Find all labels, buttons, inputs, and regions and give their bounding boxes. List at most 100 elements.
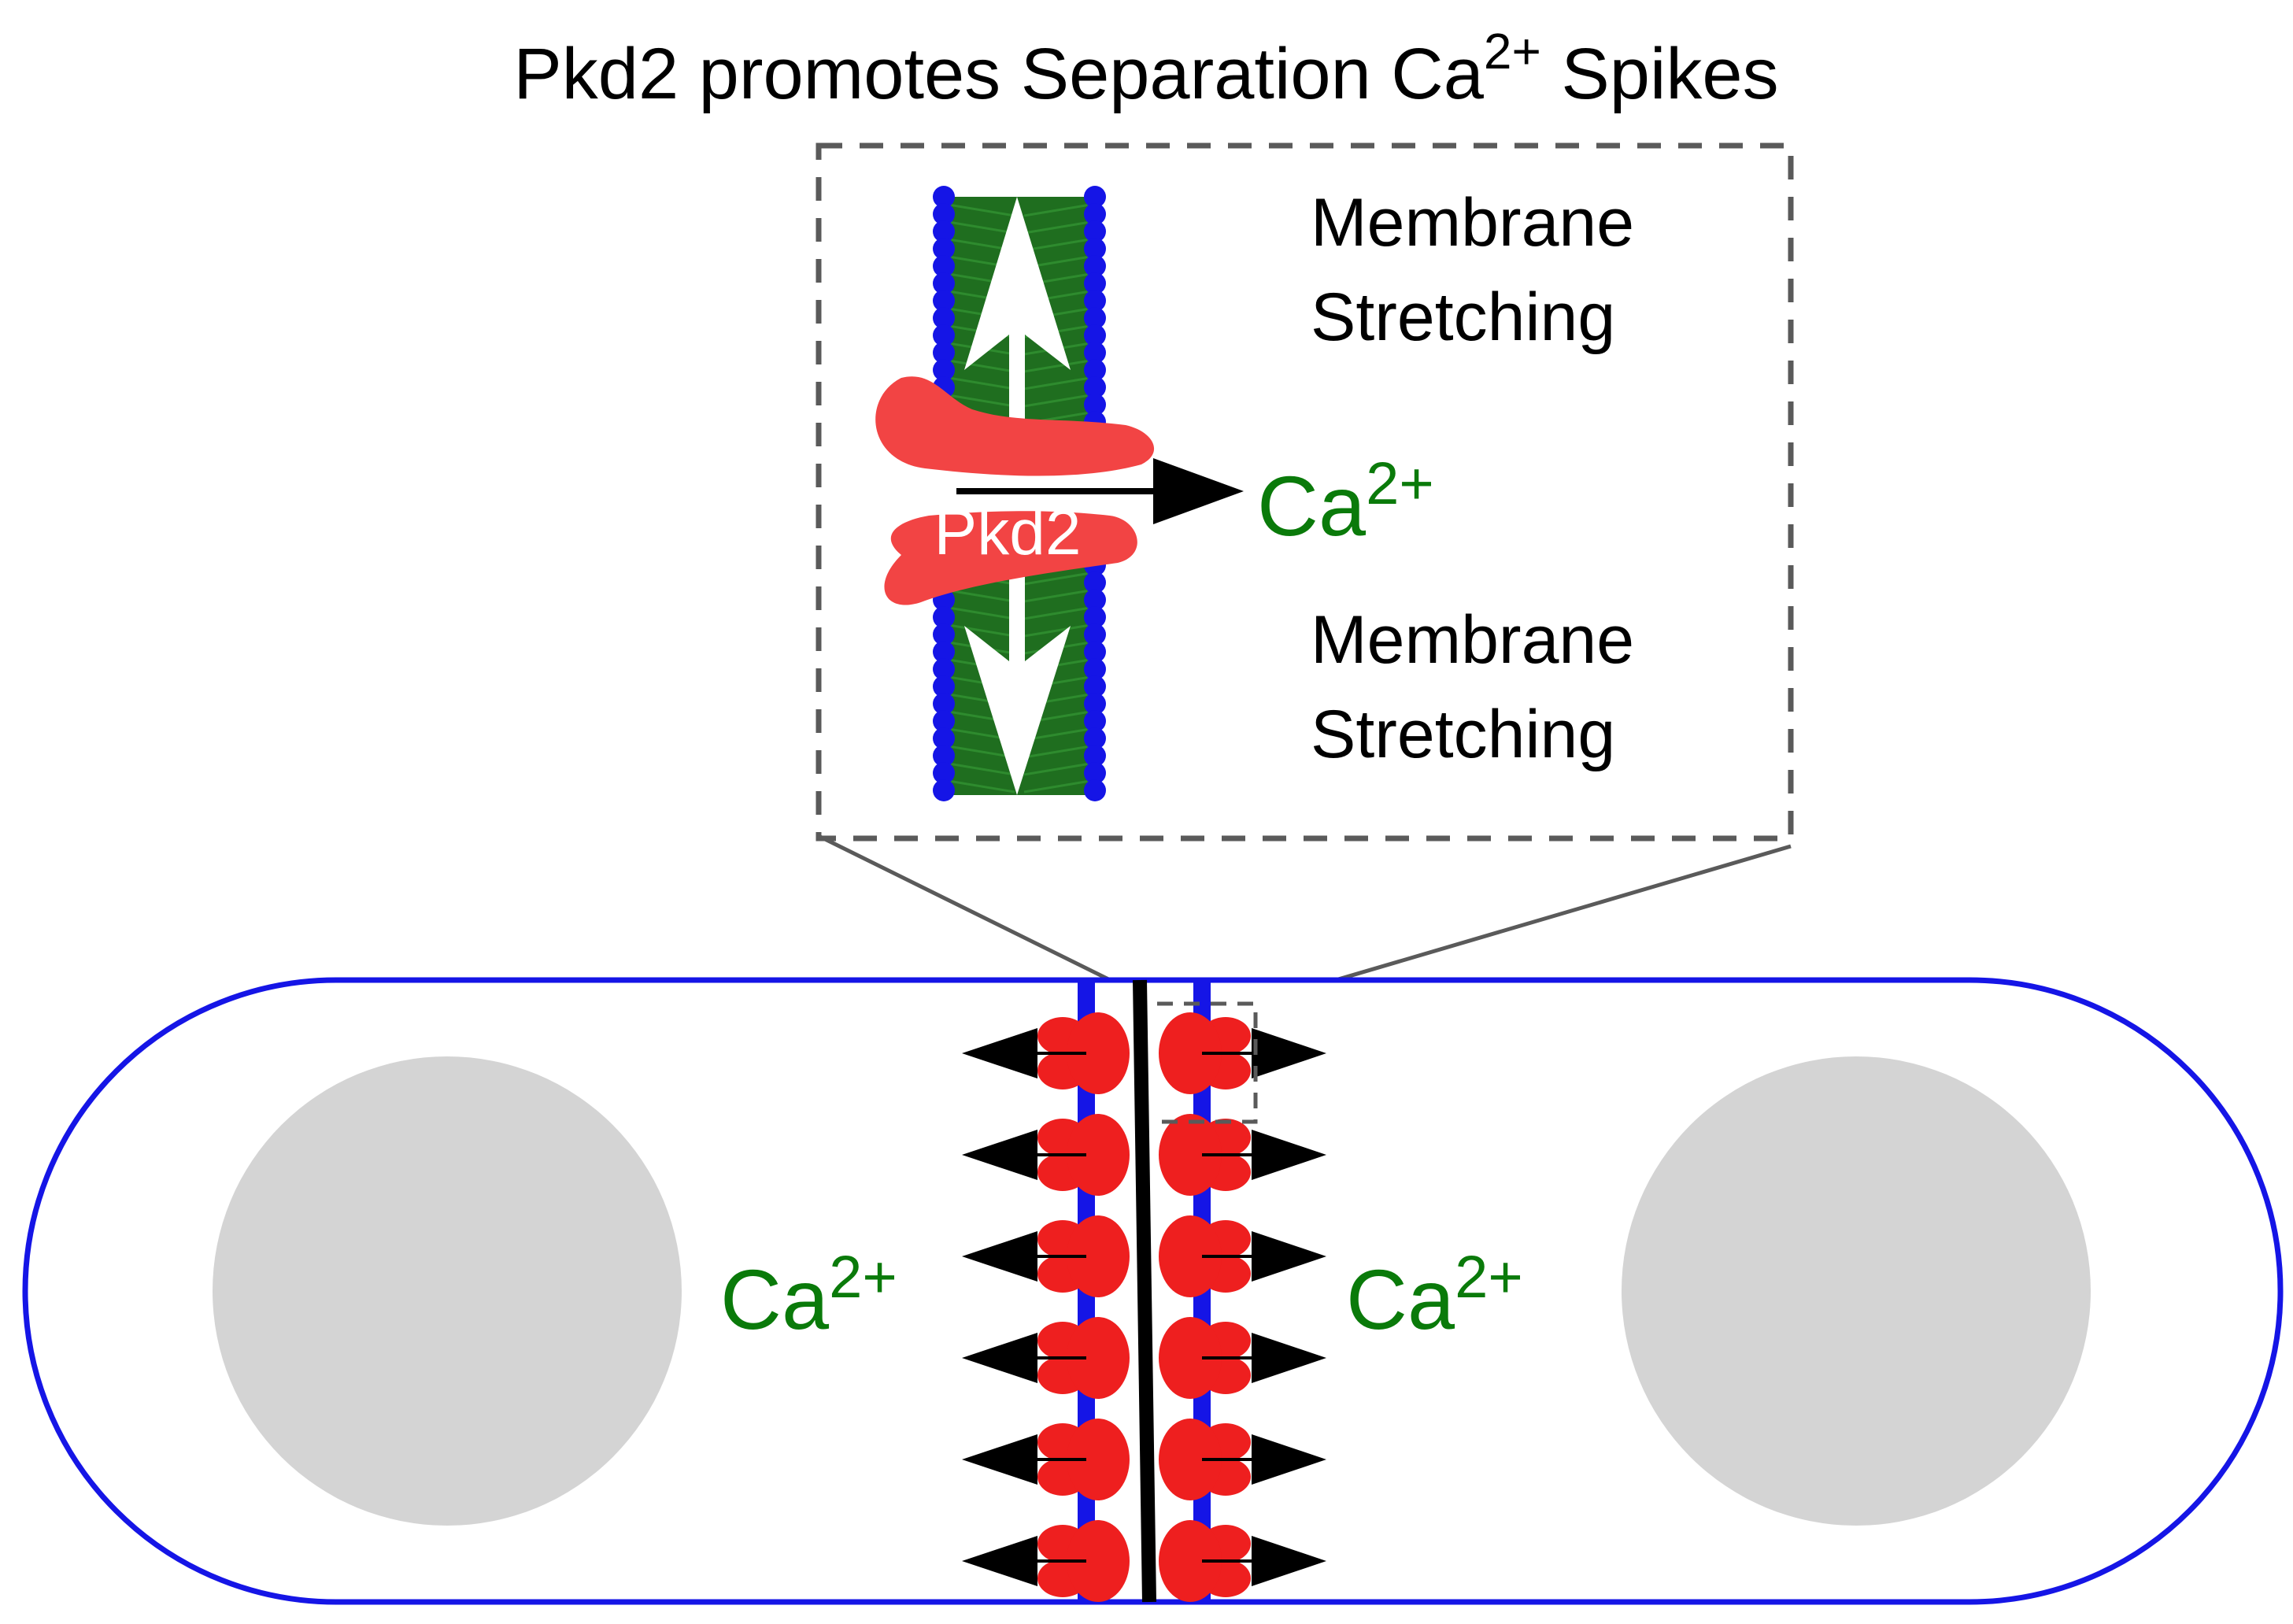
- lipid-tail: [1023, 220, 1091, 235]
- lipid-head: [1084, 710, 1106, 732]
- lipid-head: [1084, 572, 1106, 594]
- lipid-tail: [1023, 376, 1091, 390]
- lipid-head: [1084, 589, 1106, 611]
- lipid-head: [933, 606, 955, 628]
- lipid-tail: [1023, 589, 1091, 603]
- lipid-head: [1084, 272, 1106, 294]
- lipid-tail: [948, 779, 1015, 794]
- lipid-head: [1084, 307, 1106, 329]
- lipid-head: [933, 693, 955, 715]
- nucleus-right: [1622, 1056, 2091, 1526]
- force-arrow-left-icon: [962, 1231, 1086, 1282]
- pkd2-channel-right: [1159, 1520, 1251, 1602]
- lipid-head: [1084, 727, 1106, 749]
- lipid-tail: [948, 359, 1015, 373]
- force-arrow-left-icon: [962, 1130, 1086, 1180]
- lipid-tail: [1023, 572, 1091, 586]
- lipid-tail: [1023, 623, 1091, 638]
- lipid-tail: [1023, 727, 1091, 742]
- lipid-head: [933, 290, 955, 312]
- lipid-head: [933, 307, 955, 329]
- lipid-head: [1084, 290, 1106, 312]
- septum: [1133, 979, 1156, 1603]
- lipid-head: [1084, 606, 1106, 628]
- pkd2-channel-left: [1037, 1012, 1130, 1094]
- force-arrow-left-icon: [962, 1333, 1086, 1383]
- force-arrow-right-icon: [1202, 1231, 1326, 1282]
- cell-pkd2-channels: [962, 1012, 1326, 1602]
- lipid-head: [1084, 658, 1106, 680]
- lipid-head: [1084, 394, 1106, 416]
- cell-ion-label-left: Ca2+: [720, 1244, 897, 1347]
- pkd2-channel-inset: [875, 376, 1155, 605]
- lipid-head: [933, 675, 955, 697]
- pkd2-channel-left: [1037, 1317, 1130, 1399]
- pkd2-channel-right: [1159, 1419, 1251, 1500]
- lipid-tail: [1023, 394, 1091, 408]
- stretch-arrow-down-icon: [964, 575, 1071, 795]
- pkd2-label: Pkd2: [934, 497, 1082, 568]
- lipid-head: [933, 641, 955, 663]
- lipid-head: [933, 272, 955, 294]
- pkd2-channel-left: [1037, 1520, 1130, 1602]
- lipid-head: [933, 779, 955, 801]
- inset-zoom-box: [815, 142, 1794, 842]
- lipid-head: [1084, 238, 1106, 260]
- force-arrow-left-icon: [962, 1536, 1086, 1586]
- lipid-head: [933, 203, 955, 225]
- lipid-tail: [1023, 238, 1091, 252]
- stretch-label-top: Membrane Stretching: [1311, 185, 1653, 355]
- stretch-label-bottom: Membrane Stretching: [1311, 602, 1653, 772]
- lipid-head: [1084, 203, 1106, 225]
- lipid-head: [933, 255, 955, 277]
- lipid-head: [933, 727, 955, 749]
- lipid-head: [933, 745, 955, 767]
- nucleus-left: [213, 1056, 682, 1526]
- stretch-arrows: [964, 197, 1071, 795]
- lipid-tail: [1023, 359, 1091, 373]
- lipid-tail: [948, 220, 1015, 235]
- lipid-head: [933, 238, 955, 260]
- lipid-head: [933, 658, 955, 680]
- lipid-head: [1084, 220, 1106, 242]
- lipid-tail: [1023, 203, 1091, 217]
- lipid-head: [1084, 641, 1106, 663]
- cell-ion-label-right: Ca2+: [1346, 1244, 1523, 1347]
- force-arrow-right-icon: [1202, 1333, 1326, 1383]
- lipid-head: [933, 359, 955, 381]
- lipid-head: [933, 342, 955, 364]
- lipid-tail: [948, 606, 1015, 620]
- lipid-head: [1084, 359, 1106, 381]
- pkd2-channel-left: [1037, 1215, 1130, 1297]
- force-arrow-left-icon: [962, 1028, 1086, 1078]
- pkd2-channel-right: [1159, 1012, 1251, 1094]
- force-arrow-right-icon: [1202, 1536, 1326, 1586]
- lipid-head: [1084, 675, 1106, 697]
- lipid-tail: [1023, 779, 1091, 794]
- lipid-head: [1084, 693, 1106, 715]
- arrowhead-right-icon: [1153, 458, 1244, 524]
- lipid-tail: [948, 745, 1015, 759]
- lipid-head: [933, 186, 955, 208]
- stretch-arrow-up-icon: [964, 197, 1071, 429]
- lipid-head: [1084, 745, 1106, 767]
- lipid-head: [1084, 342, 1106, 364]
- force-arrow-right-icon: [1202, 1130, 1326, 1180]
- lipid-head: [1084, 324, 1106, 346]
- force-arrow-right-icon: [1202, 1434, 1326, 1485]
- lipid-head: [933, 710, 955, 732]
- lipid-head: [933, 762, 955, 784]
- figure-title: Pkd2 promotes Separation Ca2+ Spikes: [513, 23, 1778, 114]
- lipid-head: [1084, 186, 1106, 208]
- pkd2-channel-right: [1159, 1114, 1251, 1196]
- lipid-tail: [948, 589, 1015, 603]
- lipid-head: [933, 324, 955, 346]
- lipid-head: [933, 220, 955, 242]
- pkd2-channel-left: [1037, 1419, 1130, 1500]
- lipid-tail: [948, 762, 1015, 776]
- lipid-head: [1084, 255, 1106, 277]
- lipid-head: [1084, 762, 1106, 784]
- lipid-tail: [948, 203, 1015, 217]
- lipid-tail: [948, 376, 1015, 390]
- pkd2-channel-right: [1159, 1215, 1251, 1297]
